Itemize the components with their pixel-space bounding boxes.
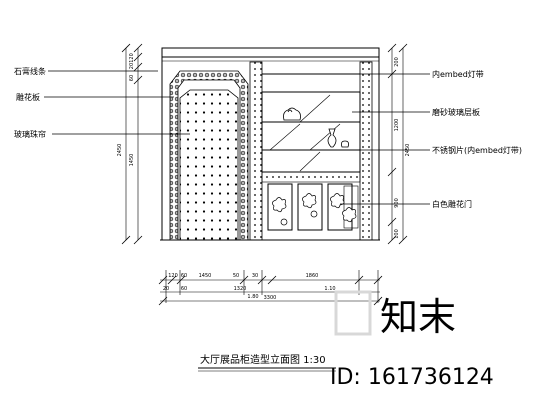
dim-label-right: 1200 — [394, 119, 400, 132]
side-panel-right — [359, 61, 373, 241]
label-bead-curtain: 玻璃珠帘 — [14, 129, 46, 139]
label-plaster-molding: 石膏线条 — [14, 66, 46, 76]
side-panel-left — [249, 61, 263, 241]
dim-label-bottom: 1860 — [306, 273, 319, 279]
glass-reflection-3 — [309, 123, 341, 151]
flower-icon — [310, 210, 318, 218]
glass-reflection-2 — [269, 123, 301, 151]
cabinet-door-3 — [327, 183, 353, 231]
watermark-logo: 知末 — [380, 295, 456, 339]
dim-label-bottom: 20 — [163, 286, 169, 292]
ornament-bowl — [283, 107, 301, 121]
label-frosted-glass-shelf: 磨砂玻璃层板 — [432, 107, 480, 117]
cabinet-door-3b — [343, 185, 359, 229]
glass-reflection-4 — [299, 151, 321, 172]
cabinet-door-2 — [297, 183, 323, 231]
ornament-bowl-small — [341, 140, 349, 148]
dim-label-left: 120 — [129, 53, 135, 63]
label-white-carved-door: 白色雕花门 — [432, 199, 472, 209]
dim-label-bottom: 1.80 — [247, 294, 258, 300]
watermark-id: ID: 161736124 — [330, 365, 494, 390]
dim-label-bottom: 60 — [181, 286, 187, 292]
dim-ticks-left — [121, 43, 143, 245]
flower-icon — [342, 207, 357, 223]
label-carved-board: 雕花板 — [16, 92, 40, 102]
flower-icon — [302, 193, 317, 209]
cabinet-door-1 — [267, 183, 293, 231]
display-case — [261, 91, 361, 173]
watermark-logo-mark — [334, 290, 372, 336]
dim-label-left: 1450 — [129, 154, 135, 167]
dim-label-bottom: 3300 — [264, 295, 277, 301]
dim-label-bottom: 120 — [168, 273, 178, 279]
flower-icon — [272, 197, 287, 213]
dim-label-bottom: 30 — [252, 273, 258, 279]
dim-label-right: 100 — [394, 229, 400, 239]
dim-label-bottom: 1450 — [199, 273, 212, 279]
dim-label-left: 2450 — [117, 144, 123, 157]
label-light-strip: 内embed灯带 — [432, 69, 484, 79]
ornament-vase — [327, 128, 337, 148]
label-stainless-steel: 不锈钢片(内embed灯带) — [432, 145, 522, 155]
dim-label-left: 60 — [129, 75, 135, 81]
glass-reflection-1 — [299, 94, 331, 123]
bead-curtain — [179, 89, 239, 241]
flower-icon — [330, 193, 345, 209]
drawing-title: 大厅展品柜造型立面图 1:30 — [200, 353, 326, 366]
dim-label-right: 200 — [394, 57, 400, 67]
dim-label-left: 20 — [129, 63, 135, 69]
dim-label-bottom: 60 — [181, 273, 187, 279]
lower-band — [261, 171, 361, 183]
flower-icon — [280, 218, 288, 226]
dim-label-bottom: 1.10 — [324, 286, 335, 292]
dim-label-right: 900 — [394, 198, 400, 208]
dim-label-bottom: 1320 — [234, 286, 247, 292]
dim-label-bottom: 50 — [233, 273, 239, 279]
